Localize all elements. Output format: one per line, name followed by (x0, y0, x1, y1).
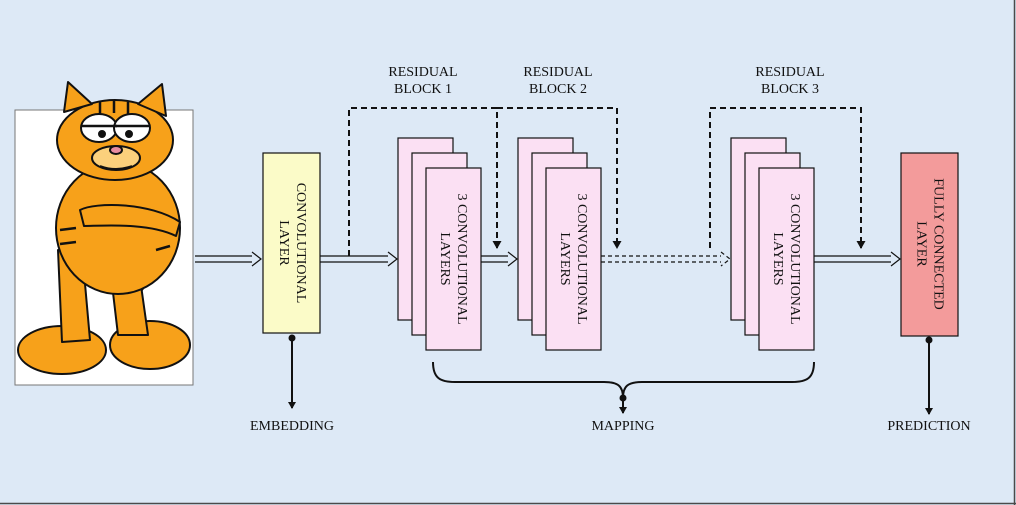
mapping-output-label: MAPPING (553, 418, 693, 435)
fc-layer-label: FULLY CONNECTED LAYER (913, 153, 947, 336)
residual-block-1-title: RESIDUAL BLOCK 1 (373, 64, 473, 98)
residual-block-1-label: 3 CONVOLUTIONAL LAYERS (436, 168, 470, 350)
input-image (15, 82, 193, 385)
embedding-layer-label: CONVOLUTIONAL LAYER (275, 153, 309, 333)
residual-block-3-title: RESIDUAL BLOCK 3 (740, 64, 840, 98)
prediction-output-label: PREDICTION (859, 418, 999, 435)
residual-block-2-label: 3 CONVOLUTIONAL LAYERS (556, 168, 590, 350)
embedding-output-label: EMBEDDING (222, 418, 362, 435)
residual-block-3-label: 3 CONVOLUTIONAL LAYERS (769, 168, 803, 350)
residual-block-2-title: RESIDUAL BLOCK 2 (508, 64, 608, 98)
